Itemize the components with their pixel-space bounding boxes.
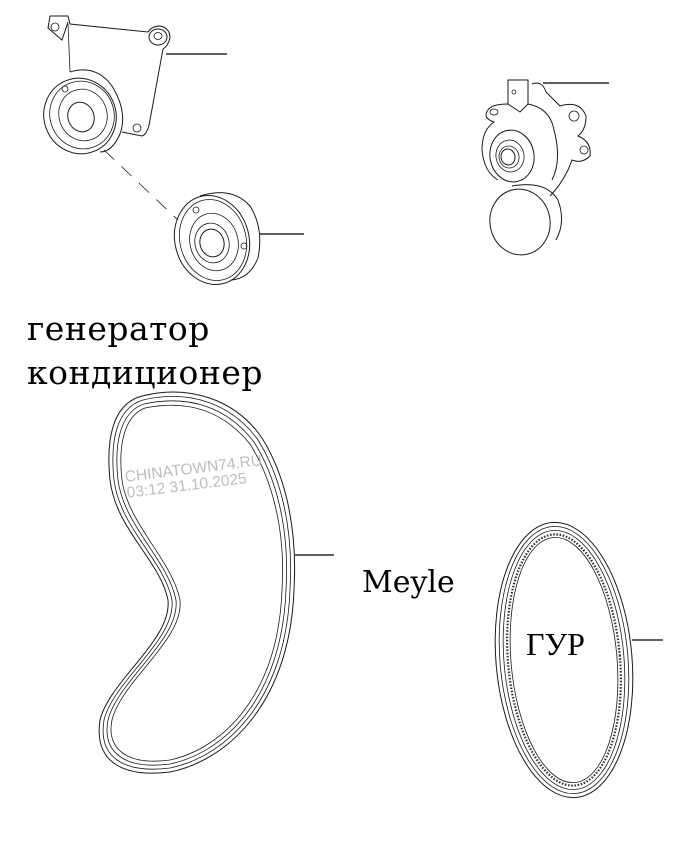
idler-pulley-drawing (173, 192, 304, 286)
brand-label: Meyle (362, 565, 455, 600)
power-steering-belt-drawing (494, 521, 663, 799)
bracket-pulley-drawing (43, 15, 227, 221)
automatic-tensioner-drawing (481, 79, 609, 256)
main-belt-drawing (98, 391, 334, 774)
air-conditioner-label: кондиционер (27, 353, 264, 392)
alternator-label: генератор (27, 309, 210, 348)
power-steering-label: ГУР (526, 626, 585, 662)
